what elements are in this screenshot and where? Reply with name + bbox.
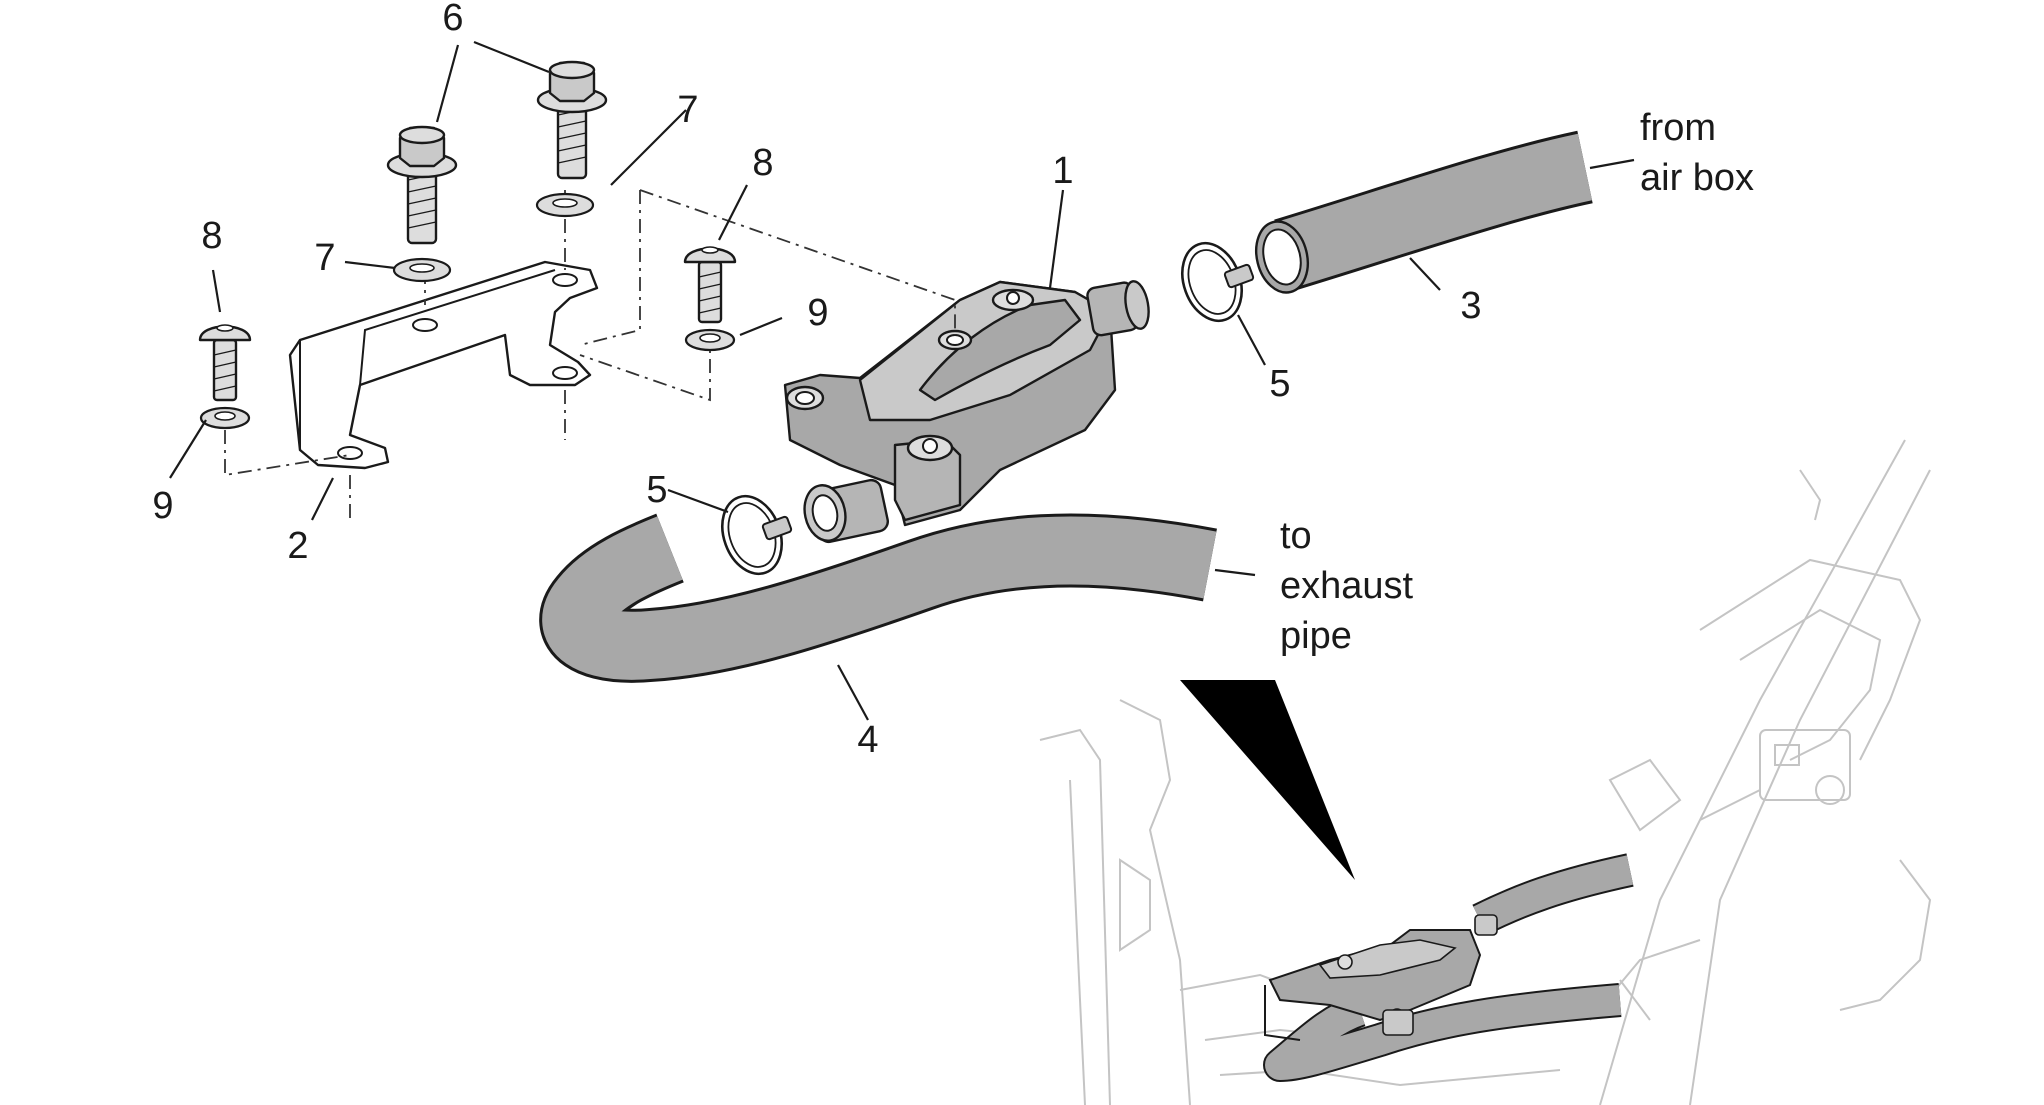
frame-inset: [1039, 439, 1932, 1105]
hose-4: [539, 513, 1217, 683]
note-to-exhaust-pipe: to exhaust pipe: [1280, 515, 1414, 657]
callout-5-lower: 5: [646, 469, 667, 511]
callout-5-upper: 5: [1269, 363, 1290, 405]
note-from-line-1: from: [1640, 107, 1716, 149]
callout-9-left: 9: [152, 485, 173, 527]
callout-7-left: 7: [314, 237, 335, 279]
leader-lines: [169, 40, 1635, 721]
washer-9-left: [199, 406, 251, 430]
callout-4: 4: [857, 719, 878, 761]
callout-labels: 1 2 3 4 5 5 6 7 7 8 8 9 9: [152, 0, 1481, 761]
callout-6: 6: [442, 0, 463, 39]
callout-1: 1: [1052, 150, 1073, 192]
washer-7-front: [392, 257, 452, 283]
note-from-line-2: air box: [1640, 157, 1754, 199]
note-to-line-3: pipe: [1280, 615, 1352, 657]
callout-8-left: 8: [201, 215, 222, 257]
washer-7-rear: [535, 192, 595, 218]
callout-8-right: 8: [752, 142, 773, 184]
callout-9-right: 9: [807, 292, 828, 334]
screw-8-left: [198, 324, 252, 402]
screw-8-right: [683, 246, 737, 324]
washer-9-right: [684, 328, 736, 352]
note-to-line-2: exhaust: [1280, 565, 1414, 607]
note-to-line-1: to: [1280, 515, 1312, 557]
hose-clamp-lower: [721, 494, 793, 576]
flange-bolt-front: [386, 125, 458, 245]
valve-body: [783, 280, 1150, 544]
hose-3: [1255, 130, 1593, 294]
hose-clamp-upper: [1181, 241, 1255, 323]
callout-3: 3: [1460, 285, 1481, 327]
note-from-air-box: from air box: [1640, 107, 1754, 199]
mounting-bracket: [288, 260, 599, 470]
pointer-arrow: [1180, 680, 1355, 880]
alignment-lines: [224, 189, 956, 520]
callout-2: 2: [287, 525, 308, 567]
flange-bolt-rear: [536, 60, 608, 180]
inset-assembly: [1263, 853, 1634, 1082]
callout-7-right: 7: [677, 89, 698, 131]
